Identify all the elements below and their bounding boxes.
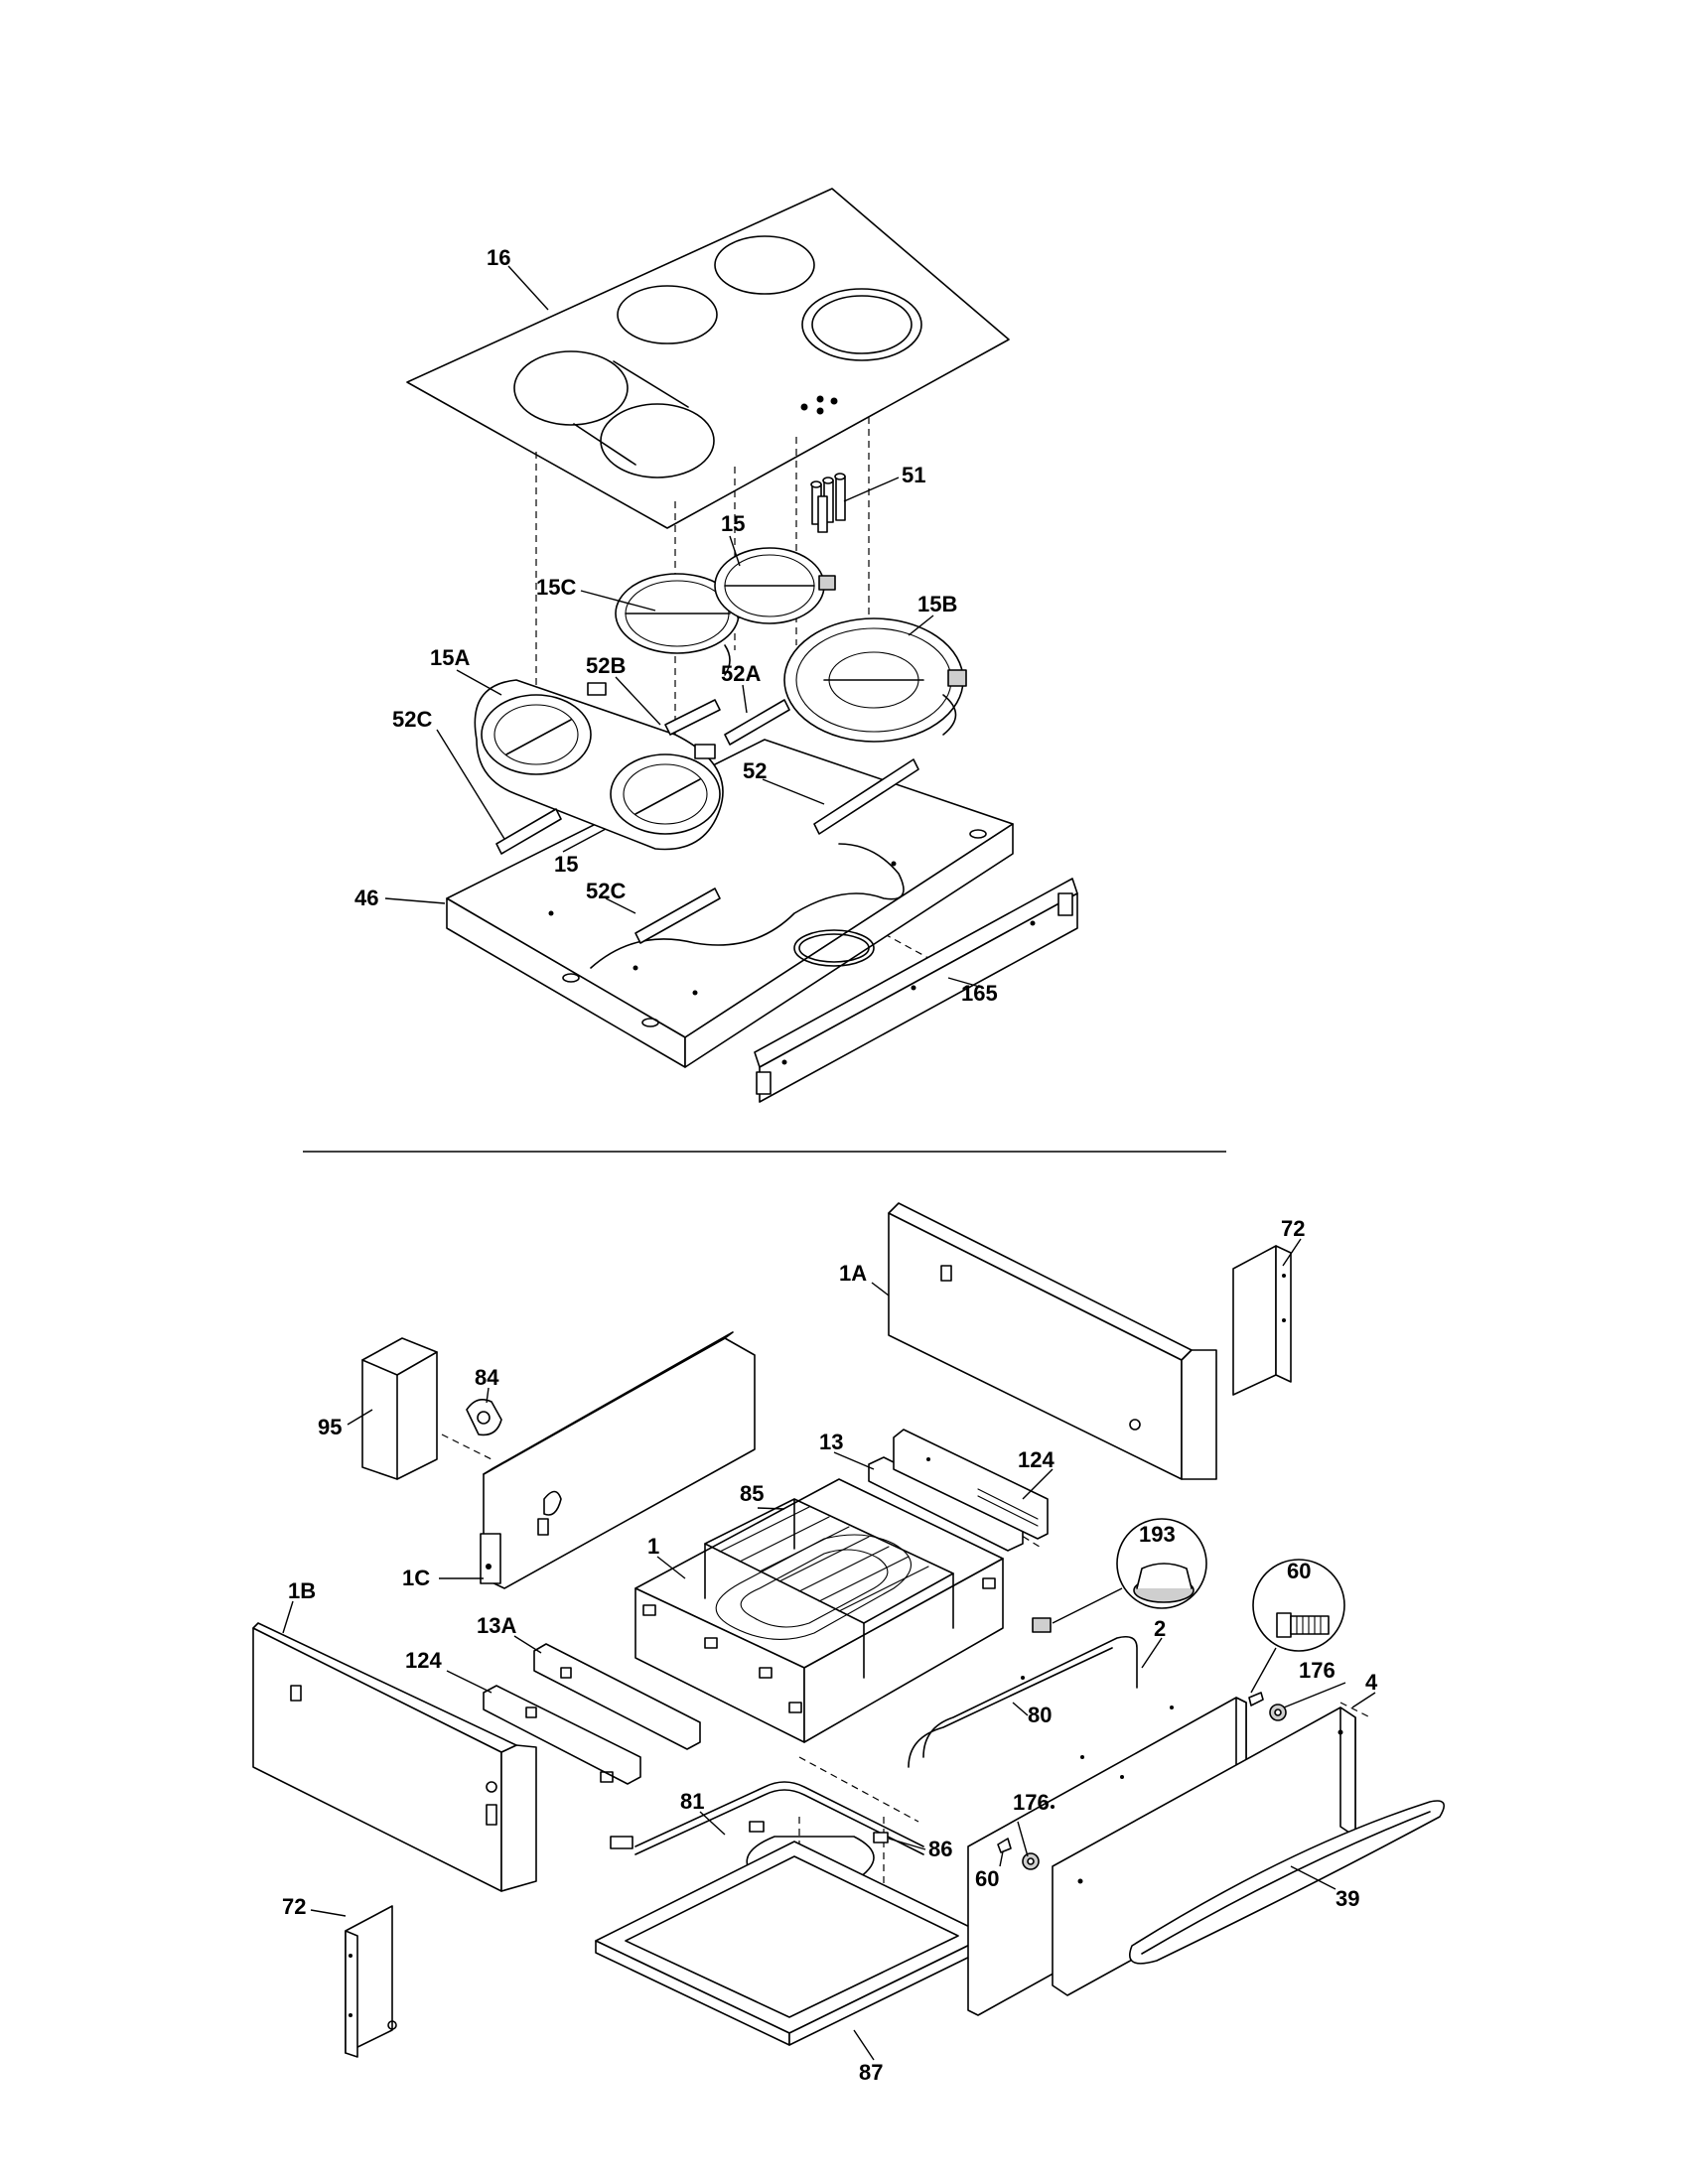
outer-drawer-front-part [1052, 1706, 1356, 1996]
right-side-panel-1a-part [888, 1202, 1217, 1480]
radiant-element-15-part [714, 547, 836, 624]
label-52: 52 [743, 758, 767, 783]
label-15b: 15B [917, 592, 957, 616]
label-52c-left: 52C [392, 707, 432, 732]
label-87: 87 [859, 2060, 883, 2085]
label-39: 39 [1336, 1886, 1359, 1911]
label-13a: 13A [477, 1613, 516, 1638]
label-84: 84 [475, 1365, 499, 1390]
label-46: 46 [354, 886, 378, 910]
left-drawer-slide-part [483, 1643, 701, 1785]
label-52c-center: 52C [586, 879, 626, 903]
bottom-pan-part [595, 1841, 989, 2046]
label-15a: 15A [430, 645, 470, 670]
drawer-body-part [634, 1478, 1004, 1743]
callout-60 [1250, 1559, 1345, 1694]
label-1: 1 [647, 1534, 659, 1559]
callout-193 [1032, 1518, 1207, 1633]
warmer-drawer-assembly: 72 1A 84 95 13 124 85 193 60 1 1C 2 176 … [252, 1202, 1446, 2085]
label-2: 2 [1154, 1616, 1166, 1641]
label-1b: 1B [288, 1578, 316, 1603]
radiant-element-15b-part [783, 617, 967, 743]
control-knob-shafts-part [810, 473, 846, 533]
label-176-lower: 176 [1013, 1790, 1050, 1815]
label-95: 95 [318, 1415, 342, 1439]
label-13: 13 [819, 1430, 843, 1454]
cooktop-assembly: 16 51 15 15C 15B 15A 52B 52A 52C 52 15 5… [354, 188, 1078, 1103]
label-60-lower: 60 [975, 1866, 999, 1891]
label-124-right: 124 [1018, 1447, 1055, 1472]
label-1c: 1C [402, 1566, 430, 1590]
label-52a: 52A [721, 661, 761, 686]
heating-element-part [610, 1781, 924, 1887]
glass-cooktop-part [406, 188, 1010, 529]
label-72-right: 72 [1281, 1216, 1305, 1241]
rear-mounting-bracket-part [754, 878, 1078, 1103]
label-80: 80 [1028, 1703, 1052, 1727]
leader-lines-bottom [282, 1238, 1376, 2061]
hardware-screws-washers [997, 1692, 1287, 1870]
label-86: 86 [928, 1837, 952, 1861]
rear-panel-1c-part [480, 1331, 756, 1589]
burner-box-pan-part [446, 739, 1014, 1068]
drawer-handle-part [1129, 1800, 1446, 1965]
label-52b: 52B [586, 653, 626, 678]
label-81: 81 [680, 1789, 704, 1814]
label-176-right: 176 [1299, 1658, 1336, 1683]
dual-radiant-element-part [474, 679, 724, 851]
label-15-top: 15 [721, 511, 745, 536]
label-15-bottom: 15 [554, 852, 578, 877]
leader-lines-top [384, 265, 984, 989]
element-support-straps-part [495, 699, 919, 944]
label-193: 193 [1139, 1522, 1176, 1547]
wire-rack-part [704, 1498, 954, 1679]
label-16: 16 [487, 245, 510, 270]
label-1a: 1A [839, 1261, 867, 1286]
left-mounting-bracket-part [345, 1905, 397, 2058]
label-15c: 15C [536, 575, 576, 600]
label-72-left: 72 [282, 1894, 306, 1919]
label-85: 85 [740, 1481, 764, 1506]
label-124-left: 124 [405, 1648, 442, 1673]
label-165: 165 [961, 981, 998, 1006]
bracket-84-part [466, 1399, 502, 1436]
label-51: 51 [902, 463, 925, 487]
right-drawer-slide-part [868, 1429, 1049, 1552]
rear-box-95-part [361, 1337, 438, 1480]
left-side-panel-1b-part [252, 1622, 537, 1892]
right-mounting-bracket-part [1232, 1245, 1292, 1396]
label-60-callout: 60 [1287, 1559, 1311, 1583]
label-4: 4 [1365, 1670, 1378, 1695]
